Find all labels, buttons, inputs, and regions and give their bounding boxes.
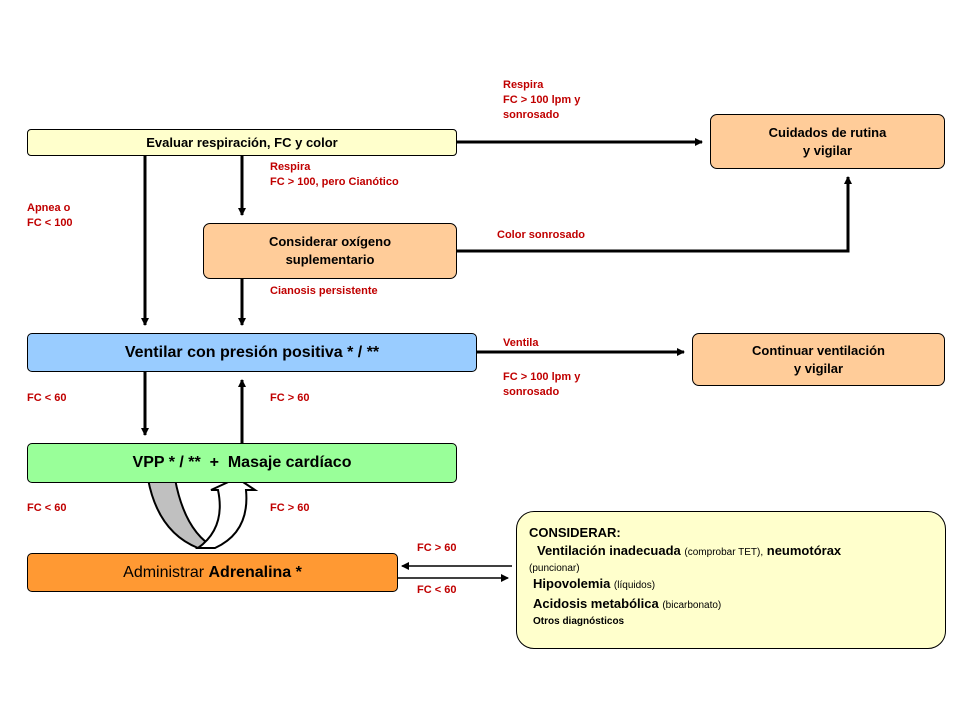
label-respira-cianotico-1: Respira xyxy=(270,161,311,173)
label-respira-rutina-1: Respira xyxy=(503,79,544,91)
rutina-box: Cuidados de rutina y vigilar xyxy=(710,114,945,169)
label-ventila-fc-2: sonrosado xyxy=(503,386,560,398)
vpp-masaje-box: VPP * / ** + Masaje cardíaco xyxy=(27,443,457,483)
considerar-item1-main: Ventilación inadecuada xyxy=(537,543,681,558)
label-fc-gt60-upper: FC > 60 xyxy=(270,392,310,404)
considerar-title: CONSIDERAR: xyxy=(529,525,621,540)
label-ventila-fc: FC > 100 lpm y sonrosado xyxy=(503,370,580,400)
considerar-item2-main: Hipovolemia xyxy=(533,576,611,591)
adrenalina-prefix: Administrar xyxy=(123,563,209,581)
considerar-item4: Otros diagnósticos xyxy=(533,616,625,627)
arrow-oxigeno-to-rutina xyxy=(457,176,852,253)
curved-arrow-white xyxy=(194,476,259,549)
curved-arrow-gray xyxy=(146,478,216,549)
considerar-item1-note: (comprobar TET), xyxy=(684,547,764,558)
label-fc-lt60-adrenalina: FC < 60 xyxy=(417,584,457,596)
ventilar-box: Ventilar con presión positiva * / ** xyxy=(27,333,477,372)
ventilar-text: Ventilar con presión positiva * / ** xyxy=(124,343,380,361)
continuar-box: Continuar ventilación y vigilar xyxy=(692,333,945,386)
continuar-line1: Continuar ventilación xyxy=(752,342,885,358)
oxigeno-box: Considerar oxígeno suplementario xyxy=(203,223,457,279)
evaluar-text: Evaluar respiración, FC y color xyxy=(146,135,338,150)
label-fc-gt60-adrenalina: FC > 60 xyxy=(417,542,457,554)
label-apnea: Apnea o FC < 100 xyxy=(27,201,73,231)
considerar-item3-note: (bicarbonato) xyxy=(662,600,722,611)
label-respira-rutina-3: sonrosado xyxy=(503,109,560,121)
adrenalina-box: Administrar Adrenalina * xyxy=(27,553,398,592)
considerar-item3-main: Acidosis metabólica xyxy=(533,596,659,611)
considerar-box: CONSIDERAR: Ventilación inadecuada (comp… xyxy=(516,511,946,649)
continuar-line2: y vigilar xyxy=(793,360,844,376)
label-apnea-1: Apnea o xyxy=(27,202,71,214)
evaluar-box: Evaluar respiración, FC y color xyxy=(27,129,457,156)
label-fc-lt60-lower: FC < 60 xyxy=(27,502,67,514)
label-color-sonrosado: Color sonrosado xyxy=(497,229,586,241)
label-fc-lt60-upper: FC < 60 xyxy=(27,392,67,404)
oxigeno-line1: Considerar oxígeno xyxy=(268,234,392,249)
label-apnea-2: FC < 100 xyxy=(27,217,73,229)
label-ventila: Ventila xyxy=(503,337,539,349)
rutina-line2: y vigilar xyxy=(802,142,853,158)
label-respira-rutina-2: FC > 100 lpm y xyxy=(503,94,581,106)
label-respira-cianotico: Respira FC > 100, pero Cianótico xyxy=(270,160,399,190)
considerar-item1-main2: neumotórax xyxy=(766,543,842,558)
adrenalina-bold: Adrenalina * xyxy=(208,563,302,581)
oxigeno-line2: suplementario xyxy=(285,252,375,267)
vpp-masaje-text: VPP * / ** + Masaje cardíaco xyxy=(132,454,352,471)
rutina-line1: Cuidados de rutina xyxy=(768,124,887,140)
considerar-item1-note2: (puncionar) xyxy=(529,563,580,574)
label-fc-gt60-lower: FC > 60 xyxy=(270,502,310,514)
label-respira-rutina: Respira FC > 100 lpm y sonrosado xyxy=(503,78,580,123)
label-ventila-fc-1: FC > 100 lpm y xyxy=(503,371,581,383)
considerar-item2-note: (líquidos) xyxy=(613,580,656,591)
label-cianosis: Cianosis persistente xyxy=(270,285,378,297)
label-respira-cianotico-2: FC > 100, pero Cianótico xyxy=(270,176,399,188)
